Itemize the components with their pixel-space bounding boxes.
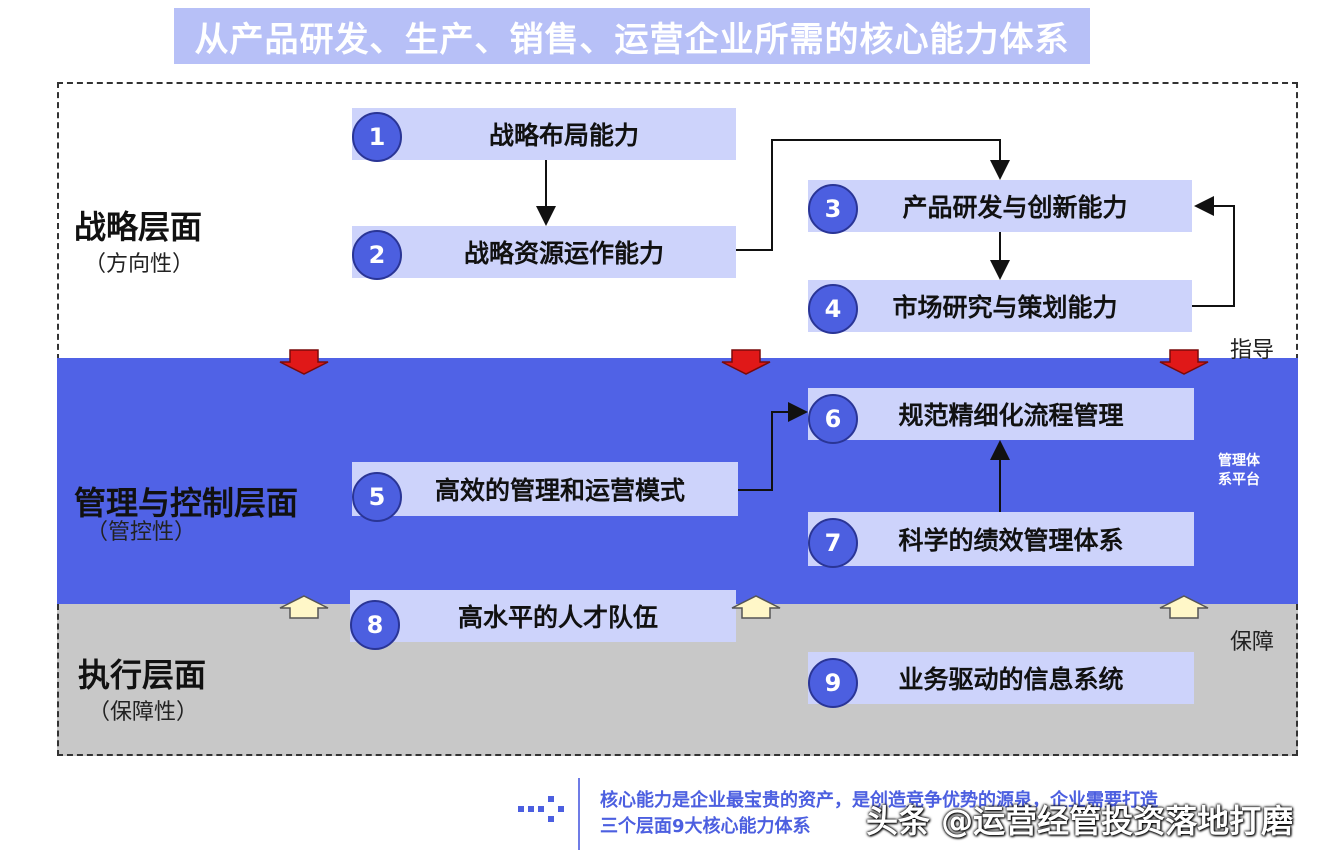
capability-number-4: 4 (808, 284, 858, 334)
execution-layer-name: 执行层面 (78, 656, 207, 694)
capability-label-5: 高效的管理和运营模式 (434, 476, 685, 505)
guide-arrow-middle (721, 349, 771, 375)
management-layer-name: 管理与控制层面 (74, 484, 299, 522)
capability-box-1: 战略布局能力 (352, 108, 736, 160)
guide-label: 指导 (1230, 338, 1275, 363)
guide-arrow-right (1159, 349, 1209, 375)
platform-label-line1: 管理体 (1218, 453, 1260, 469)
connector-5-to-6 (738, 402, 808, 491)
support-arrow-left (279, 595, 329, 619)
capability-label-4: 市场研究与策划能力 (892, 293, 1118, 322)
capability-label-3: 产品研发与创新能力 (902, 193, 1128, 222)
platform-label-line2: 系平台 (1218, 472, 1260, 488)
capability-label-6: 规范精细化流程管理 (898, 401, 1124, 430)
capability-box-6: 规范精细化流程管理 (808, 388, 1194, 440)
diagram-title: 从产品研发、生产、销售、运营企业所需的核心能力体系 (174, 8, 1090, 64)
capability-label-9: 业务驱动的信息系统 (898, 665, 1124, 694)
support-arrow-middle (731, 595, 781, 619)
capability-label-1: 战略布局能力 (488, 121, 639, 150)
capability-box-2: 战略资源运作能力 (352, 226, 736, 278)
capability-number-7: 7 (808, 518, 858, 568)
connector-2-to-3 (736, 139, 1010, 251)
capability-box-5: 高效的管理和运营模式 (352, 462, 738, 516)
capability-label-8: 高水平的人才队伍 (457, 603, 658, 632)
guide-arrow-left (279, 349, 329, 375)
platform-label: 管理体 系平台 (1218, 452, 1284, 490)
support-label: 保障 (1230, 630, 1275, 655)
capability-number-6: 6 (808, 394, 858, 444)
strategy-layer-sub: （方向性） (84, 252, 195, 277)
watermark: 头条 @运营经管投资落地打磨 (866, 802, 1294, 840)
capability-label-7: 科学的绩效管理体系 (898, 526, 1124, 555)
execution-layer-sub: （保障性） (88, 700, 199, 725)
capability-number-5: 5 (352, 472, 402, 522)
support-arrow-right (1159, 595, 1209, 619)
capability-box-3: 产品研发与创新能力 (808, 180, 1192, 232)
capability-number-1: 1 (352, 112, 402, 162)
capability-number-3: 3 (808, 184, 858, 234)
capability-box-4: 市场研究与策划能力 (808, 280, 1192, 332)
footer-line-2: 三个层面9大核心能力体系 (600, 816, 811, 837)
capability-box-9: 业务驱动的信息系统 (808, 652, 1194, 704)
capability-box-7: 科学的绩效管理体系 (808, 512, 1194, 566)
strategy-layer-name: 战略层面 (74, 208, 203, 246)
footer-line-1: 核心能力是企业最宝贵的资产，是创造竞争优势的源泉，企业需要打造 (600, 790, 1158, 811)
capability-box-8: 高水平的人才队伍 (350, 590, 736, 642)
connector-4-to-3 (1192, 196, 1235, 307)
capability-number-8: 8 (350, 600, 400, 650)
capability-number-2: 2 (352, 230, 402, 280)
capability-label-2: 战略资源运作能力 (463, 239, 664, 268)
dots-arrow-icon (518, 796, 564, 822)
footer-divider (578, 778, 580, 850)
management-layer-sub: （管控性） (86, 520, 197, 545)
capability-number-9: 9 (808, 658, 858, 708)
footer-note: 核心能力是企业最宝贵的资产，是创造竞争优势的源泉，企业需要打造 三个层面9大核心… (600, 788, 1330, 840)
